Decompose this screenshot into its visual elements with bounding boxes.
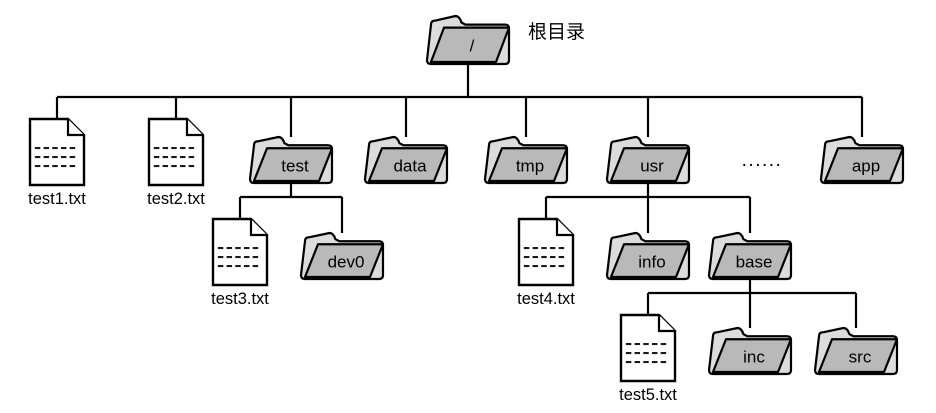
node-file-test3[interactable]: test3.txt [211, 217, 269, 308]
node-label-test: test [281, 156, 309, 175]
folder-front-panel [303, 243, 385, 279]
node-file-test1[interactable]: test1.txt [28, 117, 86, 208]
file-corner-fold [66, 119, 84, 137]
node-label-test5: test5.txt [619, 386, 677, 404]
node-folder-tmp[interactable]: tmp [483, 135, 569, 185]
node-label-dev0: dev0 [328, 252, 365, 271]
folder-front-panel [711, 338, 793, 374]
folder-front-panel [817, 338, 899, 374]
node-folder-info[interactable]: info [605, 231, 691, 281]
node-folder-root[interactable]: / [425, 14, 511, 66]
node-file-test2[interactable]: test2.txt [147, 117, 205, 208]
node-folder-src[interactable]: src [813, 326, 899, 376]
node-label-inc: inc [743, 347, 765, 366]
node-file-test5[interactable]: test5.txt [619, 313, 677, 404]
file-corner-fold [249, 219, 267, 237]
connector-lines [55, 64, 864, 328]
annotation-layer: 根目录 ...... [528, 21, 783, 171]
folder-front-panel [609, 147, 691, 183]
node-folder-usr[interactable]: usr [605, 135, 691, 185]
node-label-info: info [638, 252, 665, 271]
folder-front-panel [609, 243, 691, 279]
node-folder-dev0[interactable]: dev0 [299, 231, 385, 281]
ellipsis-marker: ...... [742, 150, 783, 171]
node-folder-inc[interactable]: inc [707, 326, 793, 376]
folder-front-panel [711, 243, 793, 279]
node-layer: / test1.txt test2.txt test data tmp usr app test… [28, 14, 905, 404]
node-label-test2: test2.txt [147, 190, 205, 208]
node-folder-data[interactable]: data [363, 135, 449, 185]
node-label-test4: test4.txt [517, 290, 575, 308]
node-label-root: / [470, 36, 475, 55]
folder-front-panel [823, 147, 905, 183]
folder-front-panel [487, 147, 569, 183]
node-label-usr: usr [640, 156, 664, 175]
file-corner-fold [185, 119, 203, 137]
node-label-data: data [393, 156, 427, 175]
node-label-base: base [736, 252, 773, 271]
node-folder-test[interactable]: test [248, 135, 334, 185]
root-directory-annotation: 根目录 [528, 21, 585, 43]
node-label-src: src [849, 347, 872, 366]
folder-front-panel [252, 147, 334, 183]
file-corner-fold [555, 219, 573, 237]
file-corner-fold [657, 315, 675, 333]
node-file-test4[interactable]: test4.txt [517, 217, 575, 308]
folder-front-panel [367, 147, 449, 183]
folder-front-panel [429, 26, 511, 64]
node-label-test1: test1.txt [28, 190, 86, 208]
node-label-test3: test3.txt [211, 290, 269, 308]
node-folder-base[interactable]: base [707, 231, 793, 281]
node-label-tmp: tmp [516, 156, 544, 175]
node-label-app: app [852, 156, 880, 175]
node-folder-app[interactable]: app [819, 135, 905, 185]
